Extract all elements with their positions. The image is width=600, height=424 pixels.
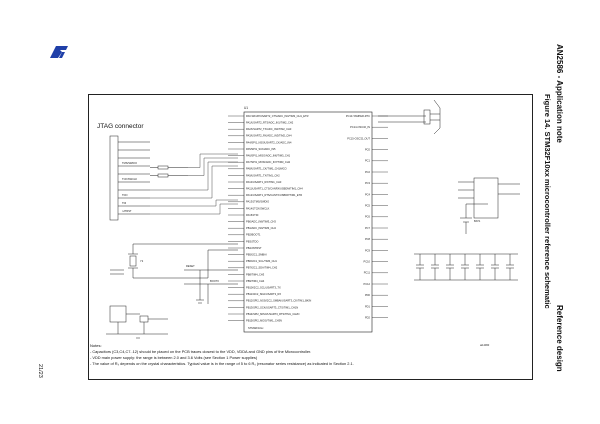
mcu-pin-label: PA9/USART1_TX/TIM1_CH2 [246,173,280,177]
jtag-signal: TMS/SWDIO [122,161,137,165]
boot-label: BOOT0 [210,279,219,283]
schematic-diagram: JTAG connector TMS/SWDIO TCK/SWCLK TDO T… [97,99,520,347]
jtag-signal: nJTRST [122,209,132,213]
mcu-pin-label: PA13/JTMS/SWDIO [246,200,269,204]
mcu-part: STM32F10xx [248,326,264,330]
reset-circuit [184,269,238,304]
power-supply-section [106,305,168,339]
vdd-block [458,177,520,219]
figure-title: Figure 14. STM32F10xx microcontroller re… [543,94,552,309]
mcu-pin-label: PA1/USART2_RTS/ADC_IN1/TIM2_CH2 [246,121,294,125]
mcu-pin-label: PB3/JTDO [246,239,258,243]
mcu-right-pins: PC13-TAMPER-RTC PC14-OSC32_IN PC15-OSC32_O… [346,114,388,320]
mcu-pin-label: PC3 [365,181,371,185]
mcu-pin-label: PB14/SPI2_MISO/USART3_RTS/TIM1_CH2N [246,312,300,316]
mcu-pin-label: PA14/JTCK/SWCLK [246,206,270,210]
mcu-left-pins: PA0-WKUP/USART2_CTS/ADC_IN0/TIM2_CH1_ETR… [228,114,311,323]
mcu-pin-label: PB6/I2C1_SCL/TIM4_CH1 [246,259,277,263]
jtag-connector [109,135,150,221]
mcu-pin-label: PA15/JTDI [246,213,259,217]
section-title: Reference design [555,305,564,372]
mcu-pin-label: PC15-OSC32_OUT [347,136,370,140]
mcu-pin-label: PC2 [365,170,371,174]
mcu-pin-label: PB8/TIM4_CH3 [246,272,265,276]
main-crystal [110,243,238,279]
page-number: 21/23 [37,364,43,378]
mcu-pin-label: PC0 [365,148,371,152]
mcu-pin-label: PC11 [364,271,371,275]
mcu-pin-label: PB7/I2C1_SDA/TIM4_CH2 [246,266,278,270]
mcu-pin-label: PB4/JNTRST [246,246,262,250]
schematic-frame [88,94,533,380]
mcu-pin-label: PB2/BOOT1 [246,233,261,237]
jtag-signal: TDI [122,201,126,205]
note-item: - VDD main power supply: the range is be… [90,355,258,360]
mcu-pin-label: PA5/SPI1_SCK/ADC_IN5 [246,147,276,151]
mcu-pin-label: PB13/SPI2_SCK/USART3_CTS/TIM1_CH1N [246,305,298,309]
mcu-pin-label: PC6 [365,215,371,219]
mcu-pin-label: PC14-OSC32_IN [350,125,370,129]
decoupling-capacitors [414,253,518,281]
mcu-pin-label: PB5/I2C1_SMBAI [246,253,267,257]
st-logo-icon [50,46,68,58]
mcu-pin-label: PA0-WKUP/USART2_CTS/ADC_IN0/TIM2_CH1_ETR [246,114,309,118]
mcu-ref: U1 [244,106,248,110]
mcu-u1: U1 STM32F10xx [243,106,373,333]
jtag-signal-labels: TMS/SWDIO TCK/SWCLK TDO TDI nJTRST [122,161,137,213]
mcu-pin-label: PA12/USART1_RTS/CANTX/USBDP/TIM1_ETR [246,193,302,197]
battery-label: BAT1 [474,219,481,223]
mcu-pin-label: PC5 [365,204,371,208]
mcu-pin-label: PB11/I2C2_SDA/USART3_RX [246,292,281,296]
mcu-pin-label: PD0 [365,293,371,297]
mcu-pin-label: PA6/SPI1_MISO/ADC_IN6/TIM3_CH1 [246,154,291,158]
mcu-pin-label: PA3/USART2_RX/ADC_IN3/TIM2_CH4 [246,134,292,138]
jtag-signal: TCK/SWCLK [122,177,137,181]
crystal-label: Y2 [140,259,144,263]
mcu-pin-label: PB12/SPI2_NSS/I2C2_SMBAI/USART3_CK/TIM1_… [246,299,311,303]
doc-title: AN2586 - Application note [555,44,564,143]
battery [460,203,488,234]
jtag-pullups [150,165,188,178]
mcu-pin-label: PA7/SPI1_MOSI/ADC_IN7/TIM3_CH2 [246,160,291,164]
note-item: - Capacitors (C3,C4,C7..12) should be pl… [90,349,312,354]
mcu-pin-label: PA10/USART1_RX/TIM1_CH3 [246,180,282,184]
jtag-signal: TDO [122,193,127,197]
mcu-pin-label: PC4 [365,192,371,196]
mcu-pin-label: PA4/SPI1_NSS/USART2_CK/ADC_IN4 [246,140,292,144]
mcu-pin-label: PC12 [364,282,371,286]
mcu-pin-label: PA11/USART1_CTS/CANRX/USBDM/TIM1_CH4 [246,187,303,191]
mcu-pin-label: PB9/TIM4_CH4 [246,279,265,283]
mcu-pin-label: PC1 [365,159,371,163]
mcu-pin-label: PC8 [365,237,371,241]
mcu-pin-label: PD2 [365,316,371,320]
mcu-pin-label: PC9 [365,248,371,252]
mcu-pin-label: PB1/ADC_IN9/TIM3_CH4 [246,226,276,230]
mcu-pin-label: PC7 [365,226,371,230]
mcu-pin-label: PB10/I2C2_SCL/USART3_TX [246,286,281,290]
notes-heading: Notes: [90,343,102,348]
mcu-pin-label: PC10 [364,260,371,264]
jtag-wires [150,153,238,215]
figure-code: ai14060 [480,343,490,347]
jtag-label: JTAG connector [97,123,144,130]
mcu-pin-label: PA8/USART1_CK/TIM1_CH1/MCO [246,167,287,171]
note-item: - The value of Rₛ depends on the crystal… [90,361,354,366]
mcu-pin-label: PD1 [365,304,371,308]
mcu-pin-label: PA2/USART2_TX/ADC_IN2/TIM2_CH3 [246,127,292,131]
mcu-pin-label: PB0/ADC_IN8/TIM3_CH3 [246,220,276,224]
mcu-pin-label: PC13-TAMPER-RTC [346,114,370,118]
mcu-pin-label: PB15/SPI2_MOSI/TIM1_CH3N [246,319,282,323]
reset-label: RESET [186,264,195,268]
rtc-crystal [378,99,441,135]
